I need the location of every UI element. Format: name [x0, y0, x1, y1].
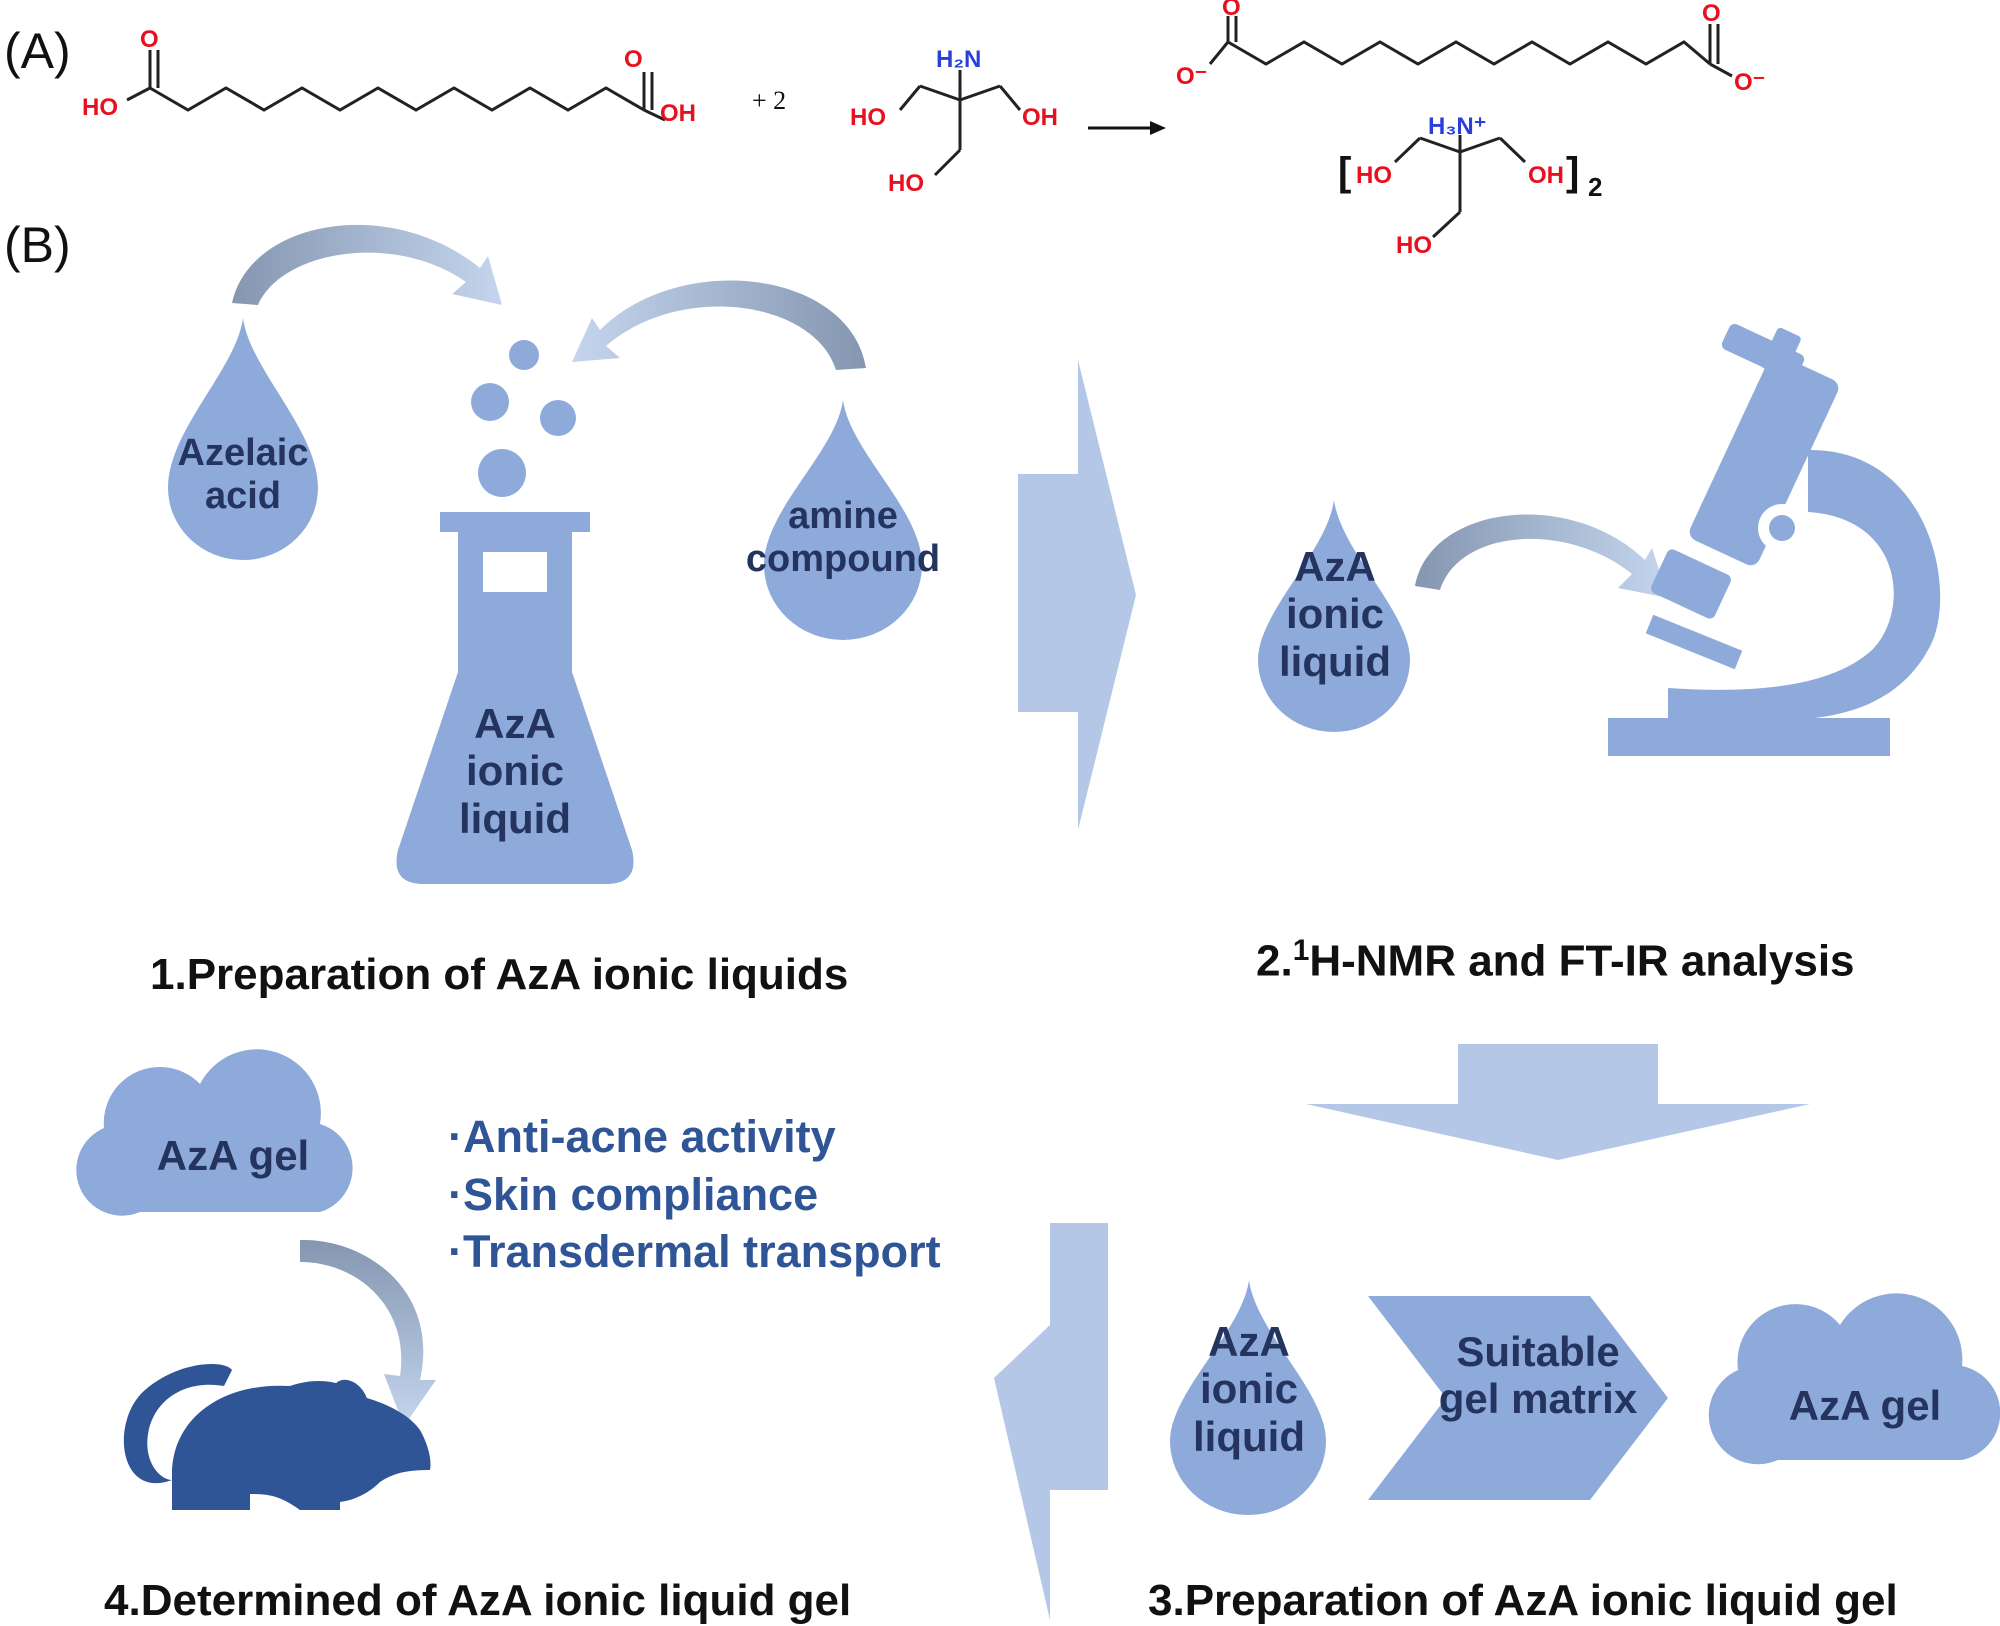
- atom-label-o: O: [624, 46, 643, 73]
- drop-icon: [764, 400, 922, 640]
- drop-icon: [1170, 1280, 1326, 1515]
- drop-icon: [168, 318, 318, 560]
- bracket-subscript: 2: [1588, 172, 1603, 202]
- atom-label-oh: OH: [1528, 162, 1564, 189]
- tris-structure: [898, 70, 1022, 177]
- stoichiometric-coefficient: + 2: [752, 86, 787, 115]
- curved-arrow-acid-to-flask: [232, 224, 502, 305]
- reaction-arrow: [1088, 121, 1166, 135]
- atom-label-o: O: [1702, 0, 1721, 27]
- bubbles: [471, 340, 576, 497]
- atom-label-amine: H₂N: [936, 46, 982, 73]
- flask-icon: [396, 512, 634, 884]
- big-arrow-left: [994, 1223, 1108, 1620]
- step4-caption: 4.Determined of AzA ionic liquid gel: [104, 1576, 852, 1625]
- bracket-close: ]: [1566, 150, 1580, 194]
- cloud-icon: [76, 1049, 353, 1216]
- atom-label-o: O: [1222, 0, 1241, 21]
- atom-label-oh: OH: [660, 100, 696, 127]
- atom-label-ho: HO: [1356, 162, 1392, 189]
- curved-arrow-amine-to-flask: [572, 280, 866, 370]
- atom-label-ho: HO: [850, 104, 886, 131]
- atom-label-ho: HO: [82, 94, 118, 121]
- microscope-icon: [1608, 323, 1941, 756]
- bracket-open: [: [1338, 150, 1352, 194]
- tris-ammonium-structure: [1393, 135, 1527, 239]
- atom-label-ho: HO: [888, 170, 924, 197]
- step1-caption: 1.Preparation of AzA ionic liquids: [150, 950, 849, 999]
- panel-label-a: (A): [4, 23, 71, 79]
- atom-label-ho: HO: [1396, 232, 1432, 259]
- panel-label-b: (B): [4, 217, 71, 273]
- curved-arrow-gel-to-mouse: [300, 1239, 436, 1426]
- evaluation-list: ·Anti-acne activity ·Skin compliance ·Tr…: [448, 1108, 941, 1281]
- chevron-arrow: [1368, 1296, 1668, 1500]
- cloud-label-aza-gel: AzA gel: [156, 1132, 310, 1179]
- cloud-icon: [1708, 1293, 2000, 1465]
- cloud-label-aza-gel: AzA gel: [1788, 1382, 1942, 1429]
- big-arrow-right: [1018, 360, 1136, 830]
- list-item: ·Skin compliance: [448, 1168, 819, 1220]
- azelate-dianion-structure: [1208, 16, 1733, 78]
- big-arrow-down: [1306, 1044, 1810, 1160]
- step2-caption: 2.1H-NMR and FT-IR analysis: [1256, 934, 1855, 986]
- list-item: ·Transdermal transport: [448, 1226, 941, 1278]
- atom-label-o-minus: O⁻: [1176, 63, 1208, 90]
- list-item: ·Anti-acne activity: [448, 1111, 836, 1162]
- azelaic-acid-structure: [126, 50, 666, 122]
- step3-caption: 3.Preparation of AzA ionic liquid gel: [1148, 1576, 1898, 1625]
- drop-icon: [1258, 500, 1410, 732]
- atom-label-o: O: [140, 26, 159, 53]
- atom-label-ammonium: H₃N⁺: [1428, 113, 1487, 140]
- curved-arrow-drop-to-microscope: [1415, 514, 1668, 598]
- atom-label-oh: OH: [1022, 104, 1058, 131]
- atom-label-o-minus: O⁻: [1734, 69, 1766, 96]
- mouse-icon: [123, 1364, 431, 1510]
